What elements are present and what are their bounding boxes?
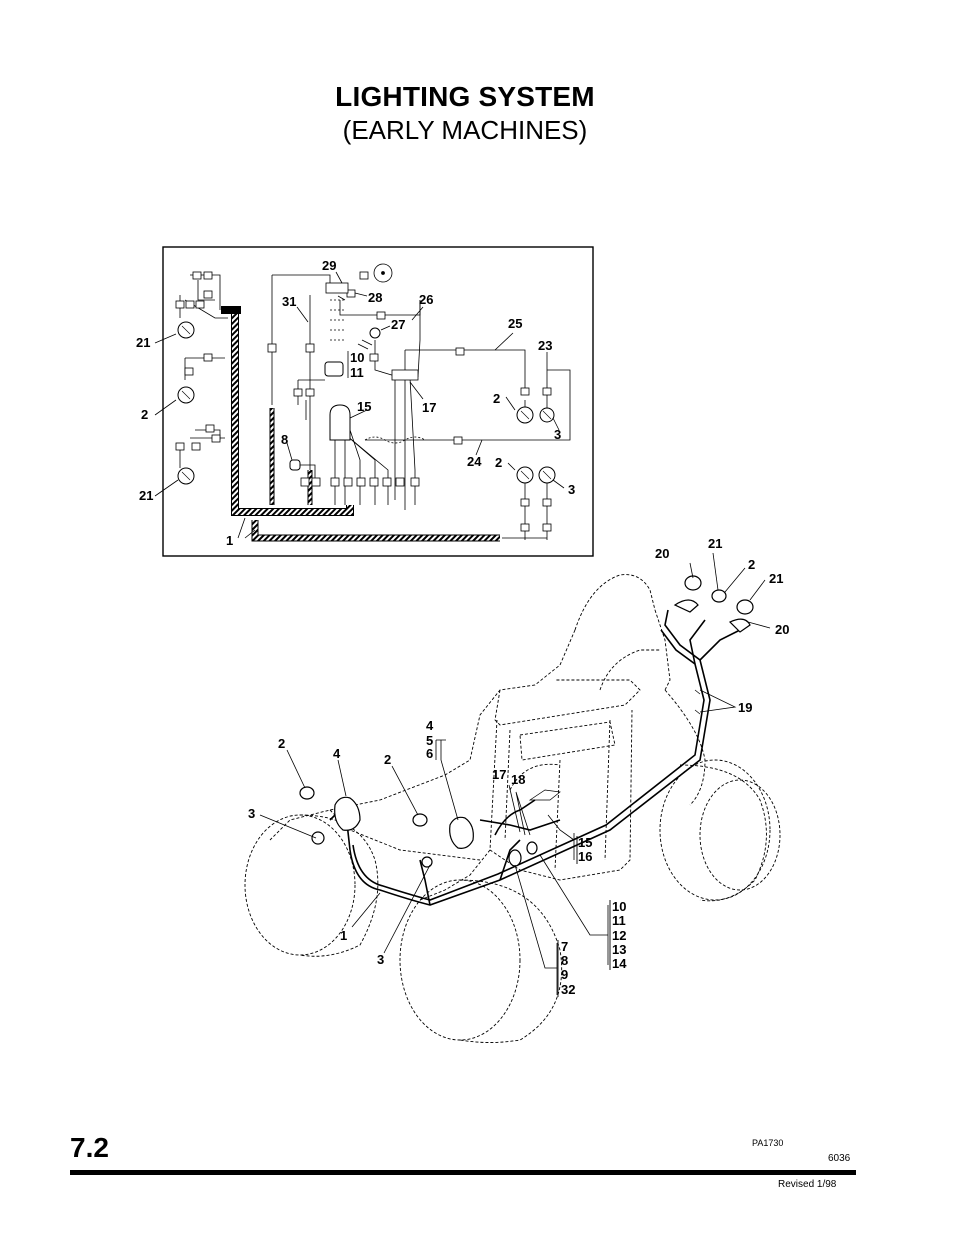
mlabel-17: 17 bbox=[492, 767, 506, 782]
front-lamp-3-left bbox=[311, 831, 325, 845]
mlabel-8: 8 bbox=[561, 953, 568, 968]
front-lamp-2-right bbox=[412, 813, 428, 827]
label-21-top: 21 bbox=[136, 335, 150, 350]
label-3-rear-lower: 3 bbox=[568, 482, 575, 497]
mlabel-11: 11 bbox=[612, 913, 626, 928]
label-26: 26 bbox=[419, 292, 433, 307]
mlabel-3-left: 3 bbox=[248, 806, 255, 821]
schematic-frame bbox=[162, 246, 594, 557]
mlabel-12: 12 bbox=[612, 928, 626, 943]
label-1: 1 bbox=[226, 533, 233, 548]
label-23: 23 bbox=[538, 338, 552, 353]
mlabel-2-left: 2 bbox=[278, 736, 285, 751]
mlabel-6: 6 bbox=[426, 746, 433, 761]
mlabel-13: 13 bbox=[612, 942, 626, 957]
harness-lower bbox=[251, 520, 500, 542]
mlabel-15: 15 bbox=[578, 835, 592, 850]
flasher-body bbox=[324, 361, 344, 377]
label-25: 25 bbox=[508, 316, 522, 331]
label-28: 28 bbox=[368, 290, 382, 305]
dash-switch bbox=[528, 789, 561, 801]
machine-harness bbox=[329, 609, 741, 906]
wheels bbox=[244, 759, 781, 1043]
label-10: 10 bbox=[350, 350, 364, 365]
part-number: 6036 bbox=[828, 1153, 851, 1164]
mlabel-9: 9 bbox=[561, 967, 568, 982]
work-light-4-right bbox=[449, 816, 474, 849]
bracket-20-right bbox=[728, 618, 751, 633]
mlabel-5: 5 bbox=[426, 733, 433, 748]
machine-outline bbox=[269, 574, 706, 901]
front-lamp-3-right bbox=[421, 856, 433, 868]
rear-lamp-21-left bbox=[684, 575, 702, 591]
work-light-4-left bbox=[334, 796, 361, 831]
revision-note: Revised 1/98 bbox=[778, 1179, 837, 1190]
mlabel-3-bottom: 3 bbox=[377, 952, 384, 967]
mlabel-32: 32 bbox=[561, 982, 575, 997]
mlabel-2-rear: 2 bbox=[748, 557, 755, 572]
flasher-relay bbox=[526, 841, 538, 855]
rear-lamp-21-right bbox=[736, 599, 754, 615]
mlabel-4-left: 4 bbox=[333, 746, 341, 761]
connector-boxes bbox=[175, 271, 552, 532]
mlabel-20-left: 20 bbox=[655, 546, 669, 561]
mlabel-7: 7 bbox=[561, 939, 568, 954]
wheel-front-right bbox=[399, 879, 521, 1041]
schematic-leaders bbox=[154, 271, 565, 539]
relay-body bbox=[289, 459, 301, 471]
light-switch-body bbox=[329, 404, 351, 441]
mlabel-4-stack: 4 bbox=[426, 718, 434, 733]
label-15: 15 bbox=[357, 399, 371, 414]
label-2-rear-lower: 2 bbox=[495, 455, 502, 470]
bracket-20-left bbox=[673, 599, 699, 613]
mlabel-21-right: 21 bbox=[769, 571, 783, 586]
front-lamp-2-left bbox=[299, 786, 315, 800]
ignition-switch-icon bbox=[373, 263, 393, 283]
label-2-rear: 2 bbox=[493, 391, 500, 406]
rear-lamp-2 bbox=[711, 589, 727, 603]
machine-leaders bbox=[259, 552, 771, 995]
label-29: 29 bbox=[322, 258, 336, 273]
mlabel-19: 19 bbox=[738, 700, 752, 715]
schematic-label-group: 29 28 31 26 27 25 23 21 2 21 10 11 15 17… bbox=[136, 258, 575, 548]
mlabel-1: 1 bbox=[340, 928, 347, 943]
mlabel-21-top: 21 bbox=[708, 536, 722, 551]
label-bracket-bars bbox=[557, 836, 611, 997]
wheel-rear-right bbox=[659, 759, 771, 901]
mlabel-18: 18 bbox=[511, 772, 525, 787]
mlabel-16: 16 bbox=[578, 849, 592, 864]
page-subtitle: (EARLY MACHINES) bbox=[342, 115, 588, 145]
mlabel-14: 14 bbox=[612, 956, 627, 971]
machine-lamps bbox=[299, 575, 754, 868]
label-2-left: 2 bbox=[141, 407, 148, 422]
label-31: 31 bbox=[282, 294, 296, 309]
label-11: 11 bbox=[350, 365, 364, 380]
label-21-bottom: 21 bbox=[139, 488, 153, 503]
machine-label-group: 20 21 2 21 20 19 4 5 6 2 4 2 3 17 18 15 … bbox=[248, 536, 789, 997]
wiring-schematic bbox=[154, 246, 594, 557]
label-27: 27 bbox=[391, 317, 405, 332]
page-title: LIGHTING SYSTEM bbox=[335, 81, 595, 112]
label-8: 8 bbox=[281, 432, 288, 447]
horn-body bbox=[508, 849, 522, 867]
wheel-front-left bbox=[244, 814, 356, 956]
page-title-block: LIGHTING SYSTEM (EARLY MACHINES) bbox=[0, 80, 930, 146]
switch-stack bbox=[325, 282, 349, 341]
label-24: 24 bbox=[467, 454, 482, 469]
mlabel-20-right: 20 bbox=[775, 622, 789, 637]
footer-rule bbox=[70, 1170, 856, 1175]
label-17: 17 bbox=[422, 400, 436, 415]
mlabel-2-mid: 2 bbox=[384, 752, 391, 767]
indicator-lamp bbox=[369, 327, 381, 339]
page-number: 7.2 bbox=[70, 1132, 109, 1163]
label-3-rear: 3 bbox=[554, 427, 561, 442]
harness-clips bbox=[694, 689, 701, 715]
figure-code: PA1730 bbox=[752, 1138, 784, 1148]
machine-illustration bbox=[244, 552, 781, 1043]
mlabel-10: 10 bbox=[612, 899, 626, 914]
